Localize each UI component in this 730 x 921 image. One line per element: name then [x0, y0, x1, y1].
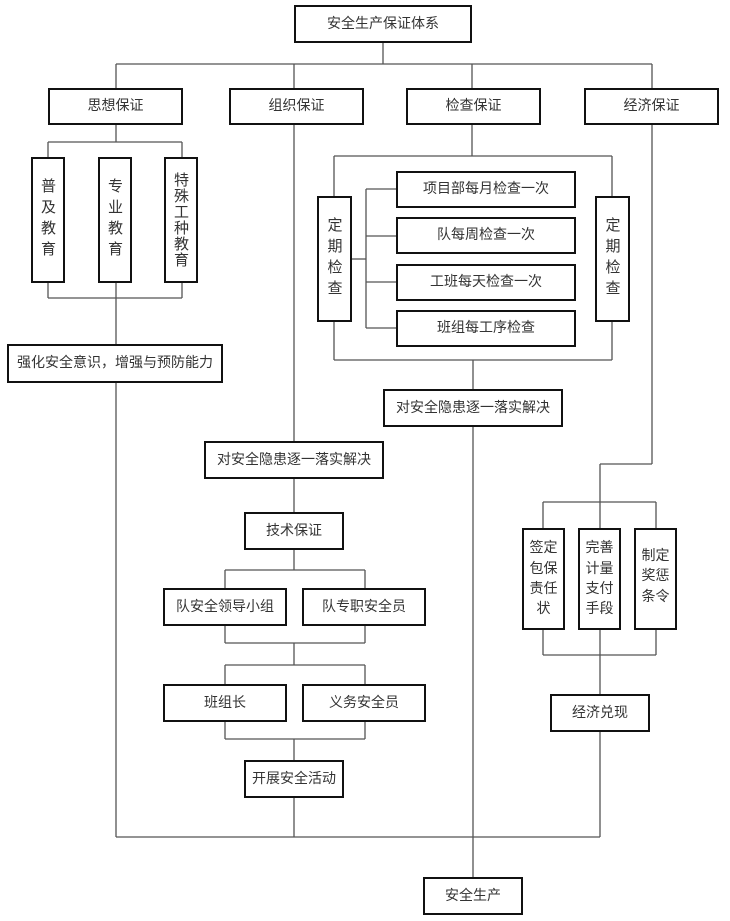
inspection-result: 对安全隐患逐一落实解决 [383, 389, 563, 427]
economic-item-line: 状 [536, 601, 551, 618]
economic-result: 经济兑现 [550, 694, 650, 732]
economic-item-line: 支付 [585, 581, 614, 597]
economic-item-line: 包保 [529, 560, 558, 577]
organization-activity: 开展安全活动 [244, 760, 344, 798]
organization-level2-item: 班组长 [163, 684, 287, 722]
economic-item-line: 计量 [585, 560, 614, 577]
thought-item: 专业教育 [98, 157, 132, 283]
branch-thought: 思想保证 [48, 88, 183, 125]
thought-result: 强化安全意识，增强与预防能力 [7, 344, 223, 383]
organization-level2-item: 义务安全员 [302, 684, 426, 722]
economic-item-line: 手段 [585, 601, 614, 618]
inspection-left-label: 定期检查 [317, 196, 352, 322]
organization-resolve: 对安全隐患逐一落实解决 [204, 441, 384, 479]
inspection-right-label: 定期检查 [595, 196, 630, 322]
inspection-item: 班组每工序检查 [396, 310, 576, 347]
thought-item: 特殊工种教育 [164, 157, 198, 283]
economic-item: 制定 奖惩 条令 [634, 528, 677, 630]
economic-item: 签定 包保 责任 状 [522, 528, 565, 630]
thought-item: 普及教育 [31, 157, 65, 283]
inspection-item: 项目部每月检查一次 [396, 171, 576, 208]
economic-item-line: 责任 [529, 581, 558, 597]
economic-item: 完善 计量 支付 手段 [578, 528, 621, 630]
branch-inspection: 检查保证 [406, 88, 541, 125]
branch-organization: 组织保证 [229, 88, 364, 125]
organization-level1-item: 队专职安全员 [302, 588, 426, 626]
economic-item-line: 奖惩 [641, 568, 670, 585]
inspection-item: 队每周检查一次 [396, 217, 576, 254]
organization-tech: 技术保证 [244, 512, 344, 550]
economic-item-line: 签定 [529, 540, 558, 557]
economic-item-line: 条令 [641, 588, 670, 605]
economic-item-line: 完善 [585, 540, 614, 557]
economic-item-line: 制定 [641, 548, 670, 564]
branch-economic: 经济保证 [584, 88, 719, 125]
organization-level1-item: 队安全领导小组 [163, 588, 287, 626]
inspection-item: 工班每天检查一次 [396, 264, 576, 301]
final-node: 安全生产 [423, 877, 523, 915]
root-node: 安全生产保证体系 [294, 5, 472, 43]
